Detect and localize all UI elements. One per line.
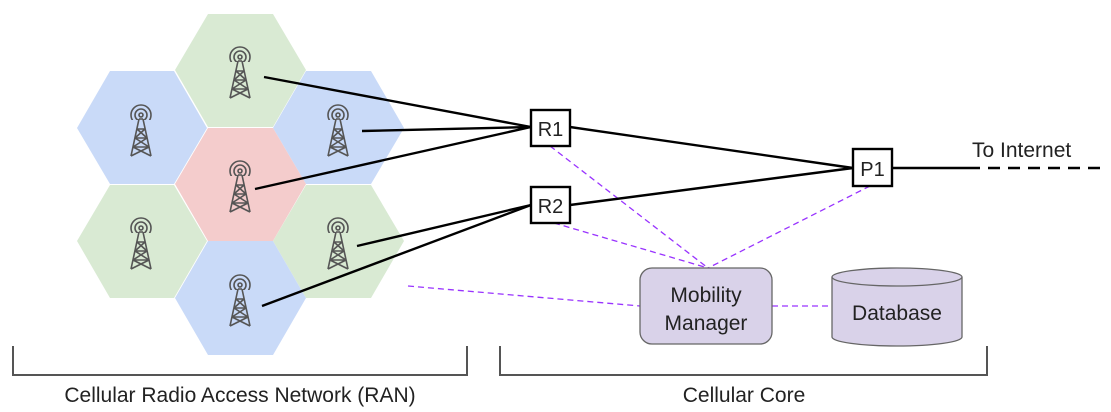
database[interactable]: Database — [831, 267, 963, 347]
router-p1[interactable]: P1 — [851, 147, 894, 188]
ran-bracket — [12, 346, 468, 376]
signal-link-r1-mm — [549, 145, 709, 269]
database-label: Database — [852, 302, 942, 325]
cell-top — [175, 14, 306, 127]
link-r1-p1 — [569, 125, 854, 170]
router-r1-box — [529, 108, 572, 148]
cell-center — [175, 128, 306, 241]
signal-link-r2-mm — [553, 222, 709, 269]
router-r2-label: R2 — [538, 196, 564, 218]
mobility-manager-line1: Mobility — [670, 284, 742, 307]
router-r1-label: R1 — [538, 119, 564, 141]
signaling-links — [407, 145, 871, 307]
core-bracket — [499, 346, 988, 376]
link-upper-right-r1 — [361, 125, 532, 133]
cell-upper-left — [77, 71, 207, 184]
router-p1-label: P1 — [860, 159, 884, 181]
router-p1-box — [851, 147, 894, 188]
signal-link-ran-mm — [407, 285, 641, 307]
database-top — [831, 267, 963, 287]
backhaul-links — [254, 75, 968, 308]
ran-cells — [77, 14, 404, 355]
ran-section-label: Cellular Radio Access Network (RAN) — [64, 384, 415, 407]
link-top-r1 — [263, 75, 532, 129]
link-bottom-r2 — [261, 203, 532, 308]
database-body — [831, 277, 963, 347]
cell-lower-right — [273, 185, 404, 298]
link-r2-p1 — [569, 166, 854, 207]
link-lower-right-r2 — [356, 203, 532, 248]
signal-link-p1-mm — [707, 185, 871, 269]
internet-label: To Internet — [972, 139, 1071, 162]
router-r1[interactable]: R1 — [529, 108, 572, 148]
cell-lower-left — [77, 185, 207, 298]
cell-upper-right — [273, 71, 404, 184]
router-r2[interactable]: R2 — [529, 185, 572, 225]
cell-bottom — [175, 241, 306, 355]
mobility-manager[interactable]: Mobility Manager — [639, 267, 773, 345]
mobility-manager-box — [639, 267, 773, 345]
router-r2-box — [529, 185, 572, 225]
mobility-manager-line2: Manager — [665, 312, 748, 335]
core-section-label: Cellular Core — [683, 384, 806, 407]
link-center-r1 — [254, 125, 532, 191]
